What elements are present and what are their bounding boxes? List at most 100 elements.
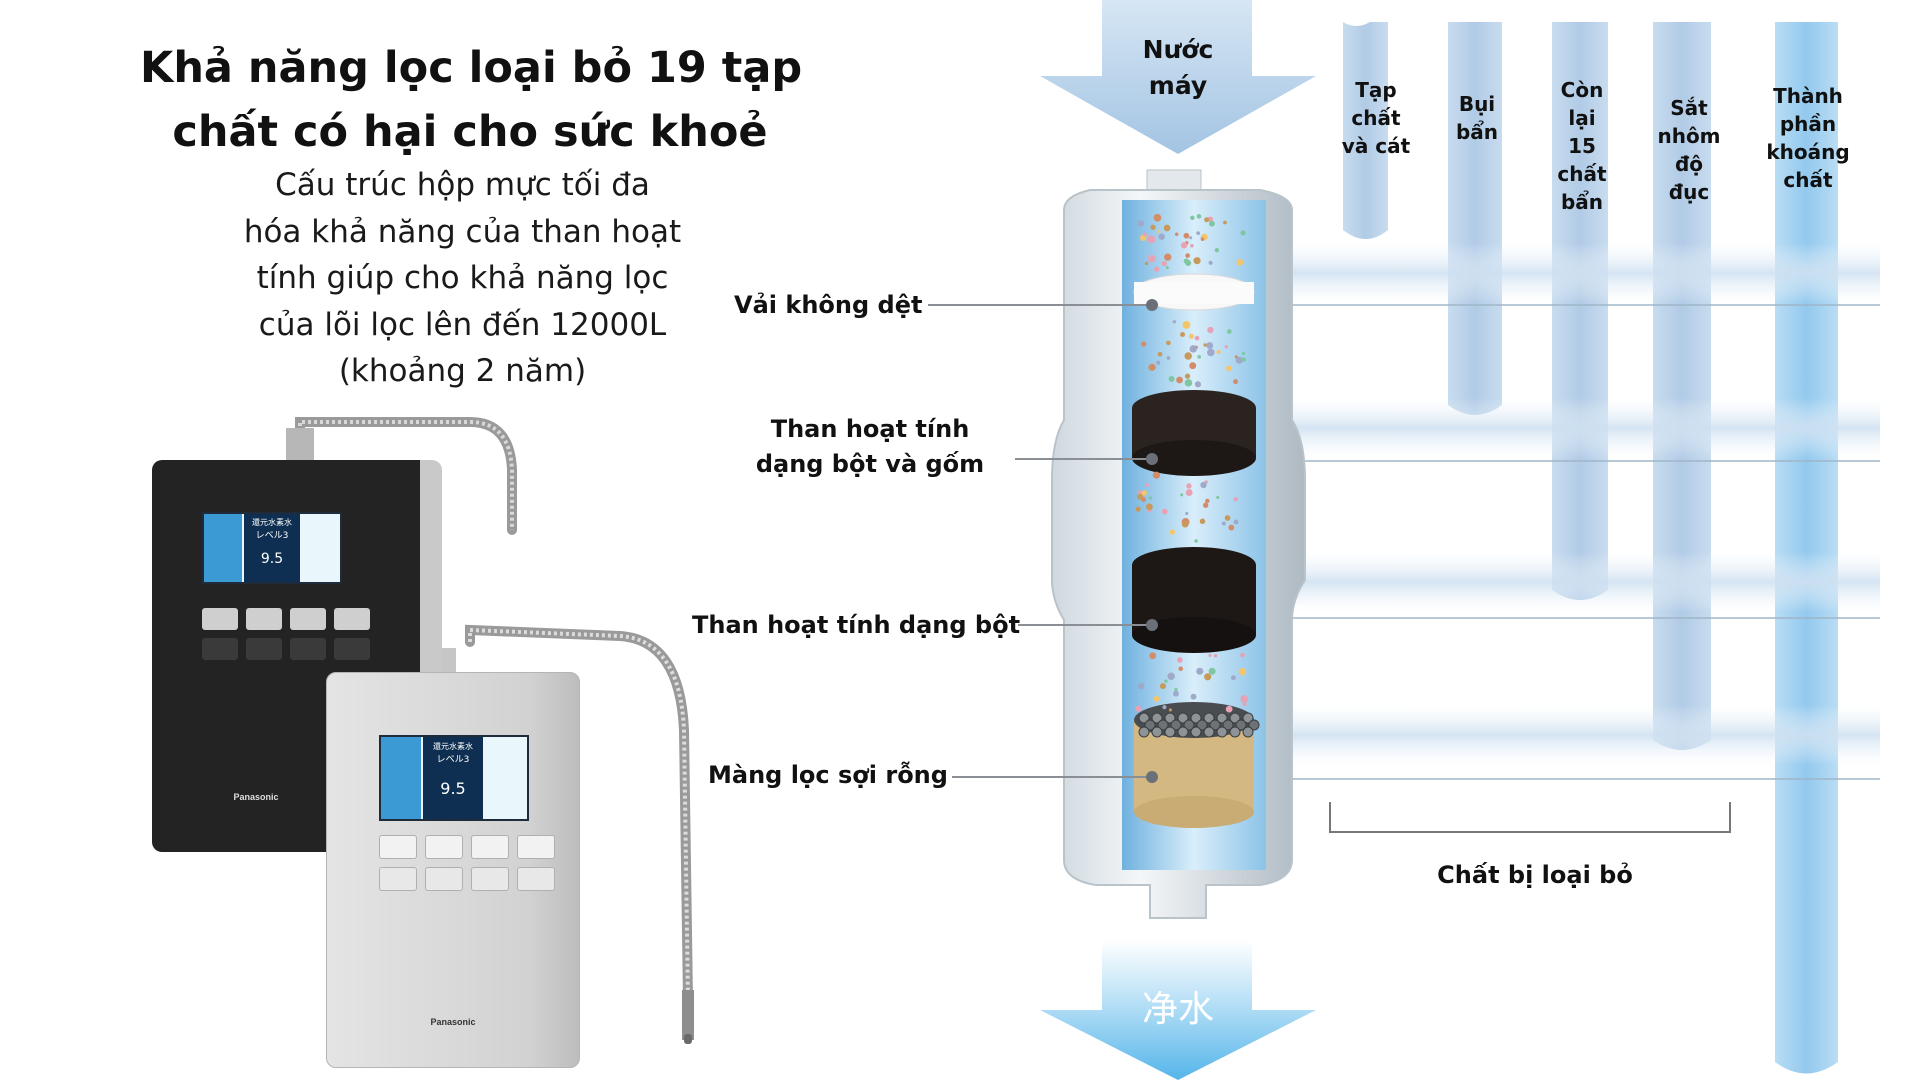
device-brand: Panasonic bbox=[430, 1017, 476, 1027]
particle bbox=[1203, 502, 1209, 508]
fiber-tube-end bbox=[1203, 726, 1215, 738]
outlet-label: 净水 bbox=[1141, 989, 1214, 1030]
particle bbox=[1199, 518, 1206, 524]
particle bbox=[1200, 481, 1207, 489]
particle bbox=[1141, 341, 1147, 347]
fiber-tube-end bbox=[1216, 726, 1228, 738]
particle bbox=[1149, 652, 1157, 660]
device-button[interactable] bbox=[517, 867, 555, 891]
leader-dot bbox=[1146, 619, 1158, 631]
fiber-tube-end bbox=[1157, 719, 1169, 731]
particle bbox=[1207, 326, 1214, 334]
leader-line bbox=[928, 304, 1148, 306]
particle bbox=[1137, 490, 1142, 494]
fiber-tube-end bbox=[1242, 726, 1254, 738]
particle bbox=[1164, 679, 1168, 683]
particle bbox=[1148, 254, 1156, 263]
particle bbox=[1165, 266, 1169, 270]
device-button[interactable] bbox=[517, 835, 555, 859]
removed-bracket bbox=[1329, 802, 1731, 833]
fiber-tube-end bbox=[1229, 726, 1241, 738]
particle bbox=[1208, 653, 1212, 657]
column-label-sand: Tạp chất và cát bbox=[1341, 78, 1411, 158]
device-button[interactable] bbox=[425, 835, 463, 859]
fiber-tube-end bbox=[1151, 712, 1163, 724]
device-button[interactable] bbox=[202, 638, 238, 660]
device-button[interactable] bbox=[334, 638, 370, 660]
particle bbox=[1225, 705, 1233, 713]
particle bbox=[1196, 214, 1202, 219]
device-button[interactable] bbox=[246, 608, 282, 630]
device-button[interactable] bbox=[202, 608, 238, 630]
fiber-tube-end bbox=[1177, 712, 1189, 724]
particle bbox=[1159, 683, 1166, 690]
silver-water-ionizer: 還元水素水 レベル3 9.5 Panasonic bbox=[326, 672, 580, 1068]
particle bbox=[1205, 498, 1210, 504]
device-button[interactable] bbox=[471, 835, 509, 859]
particle bbox=[1185, 260, 1192, 266]
particle bbox=[1240, 695, 1249, 703]
particle bbox=[1144, 261, 1149, 266]
particle bbox=[1208, 667, 1216, 675]
particle bbox=[1196, 667, 1204, 675]
fiber-tube-end bbox=[1248, 719, 1260, 731]
particle bbox=[1221, 521, 1226, 526]
fiber-tube-end bbox=[1216, 712, 1228, 724]
particle bbox=[1137, 682, 1145, 690]
particle bbox=[1189, 345, 1197, 353]
particle bbox=[1224, 345, 1229, 349]
layer-label-carbon-powder: Than hoạt tính dạng bột bbox=[692, 611, 1021, 639]
layer-label-hollow-fiber: Màng lọc sợi rỗng bbox=[708, 761, 948, 789]
device-button[interactable] bbox=[246, 638, 282, 660]
particle bbox=[1154, 266, 1160, 272]
particle bbox=[1194, 335, 1200, 341]
particle bbox=[1189, 236, 1193, 240]
particle bbox=[1181, 520, 1189, 528]
removed-label: Chất bị loại bỏ bbox=[1437, 861, 1633, 889]
device-button[interactable] bbox=[334, 608, 370, 630]
particle bbox=[1190, 244, 1194, 248]
particle bbox=[1190, 215, 1195, 221]
leader-dot bbox=[1146, 299, 1158, 311]
particle bbox=[1216, 495, 1220, 499]
column-label-15-substances: Còn lại 15 chất bẩn bbox=[1557, 78, 1607, 214]
inlet-arrow bbox=[1040, 0, 1316, 154]
filter-diagram bbox=[1040, 0, 1880, 1080]
particle bbox=[1167, 672, 1175, 681]
subtitle-line: (khoảng 2 năm) bbox=[338, 353, 587, 389]
particle bbox=[1158, 233, 1165, 240]
particle bbox=[1214, 247, 1220, 253]
particle bbox=[1188, 333, 1194, 339]
particle bbox=[1233, 519, 1239, 525]
device-button[interactable] bbox=[290, 608, 326, 630]
particle bbox=[1180, 332, 1186, 337]
particle bbox=[1240, 652, 1245, 658]
device-button[interactable] bbox=[471, 867, 509, 891]
device-button[interactable] bbox=[290, 638, 326, 660]
fiber-tube-end bbox=[1209, 719, 1221, 731]
leader-dot bbox=[1146, 771, 1158, 783]
device-button[interactable] bbox=[425, 867, 463, 891]
particle bbox=[1230, 675, 1236, 681]
device-button[interactable] bbox=[379, 835, 417, 859]
particle bbox=[1173, 690, 1179, 697]
particle bbox=[1242, 702, 1247, 707]
particle bbox=[1135, 506, 1141, 512]
particle bbox=[1147, 235, 1156, 244]
particle bbox=[1240, 230, 1246, 236]
device-button[interactable] bbox=[379, 867, 417, 891]
column-label-minerals: Thành phần khoáng chất bbox=[1766, 84, 1850, 192]
particle bbox=[1166, 340, 1171, 346]
particle bbox=[1148, 496, 1153, 500]
particle bbox=[1190, 693, 1197, 700]
particle bbox=[1208, 260, 1213, 265]
leader-line bbox=[1018, 624, 1148, 626]
particle bbox=[1200, 237, 1205, 241]
device-buttons-row-2 bbox=[379, 867, 555, 891]
particle bbox=[1184, 379, 1193, 387]
particle bbox=[1194, 381, 1202, 388]
particle bbox=[1197, 355, 1202, 359]
particle bbox=[1207, 348, 1215, 357]
particle bbox=[1145, 503, 1153, 511]
particle bbox=[1178, 666, 1183, 672]
